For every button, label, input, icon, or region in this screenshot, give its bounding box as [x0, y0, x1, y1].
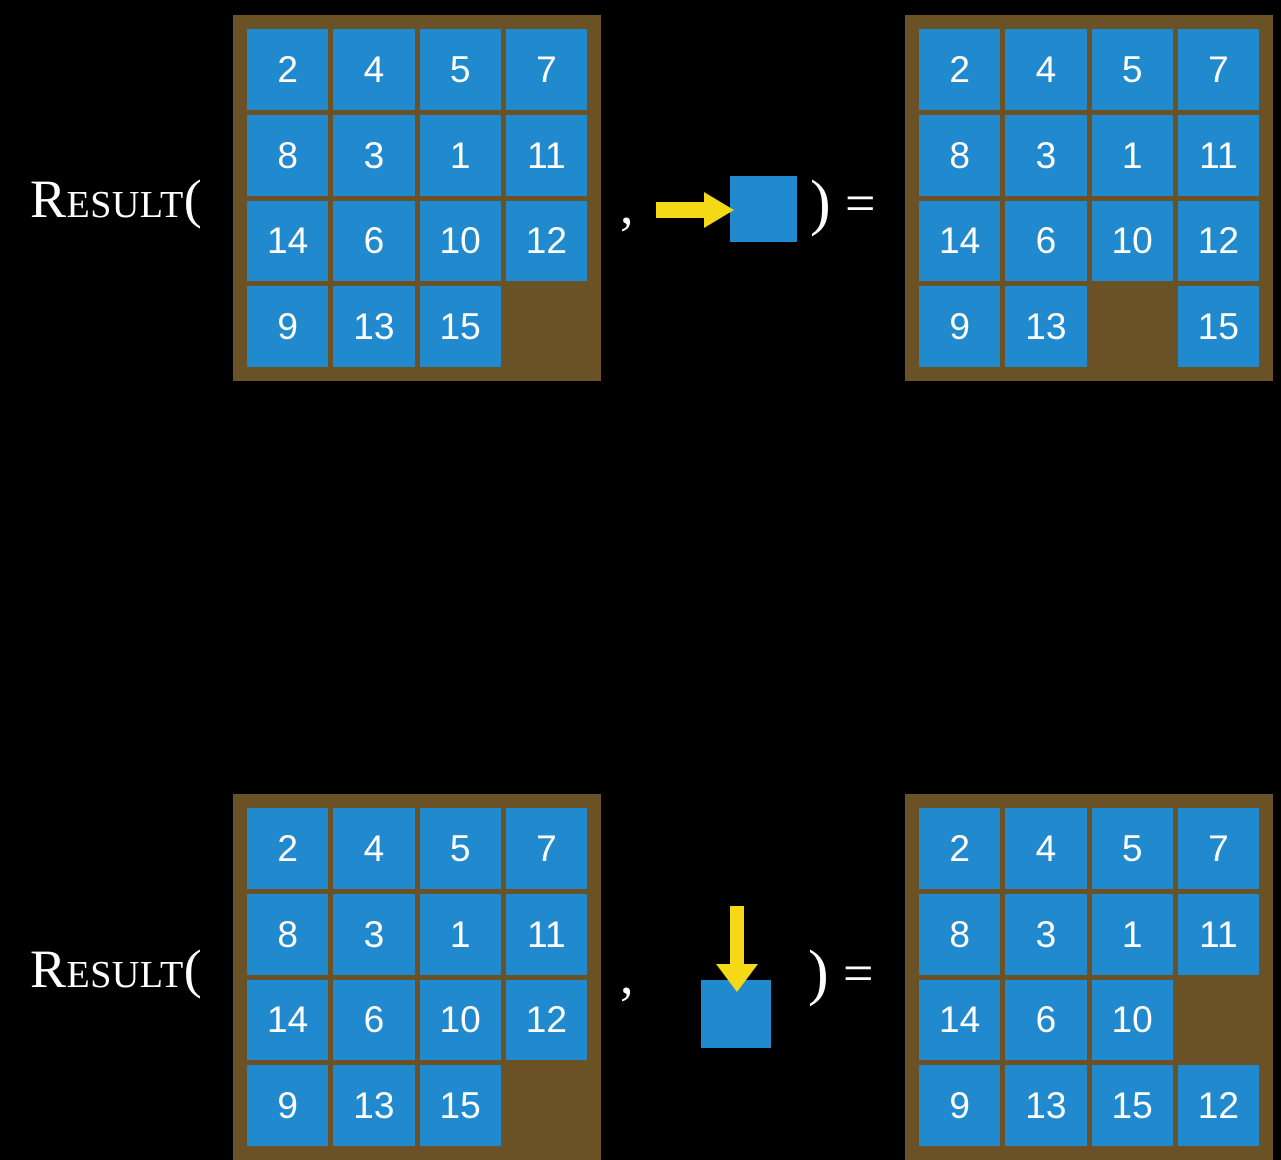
- puzzle-tile: 13: [1005, 1065, 1087, 1146]
- puzzle-tile: 8: [247, 893, 329, 975]
- puzzle-tile: 15: [419, 1065, 501, 1146]
- puzzle-tile: 7: [1177, 808, 1259, 889]
- puzzle-tile: 13: [1005, 286, 1087, 367]
- equals-sign-row-2: =: [843, 943, 874, 1003]
- puzzle-tile: 5: [1091, 808, 1173, 889]
- argument-separator-row-2: ,: [620, 945, 634, 1005]
- result-function-label-row-1: Result(: [30, 169, 203, 229]
- puzzle-tile: 14: [919, 200, 1001, 282]
- puzzle-tile: 8: [919, 893, 1001, 975]
- puzzle-tile: 2: [247, 29, 329, 110]
- puzzle-tile: 7: [505, 29, 587, 110]
- puzzle-tile: 10: [419, 979, 501, 1061]
- puzzle-tile: 3: [333, 114, 415, 196]
- puzzle-tile: 13: [333, 286, 415, 367]
- close-paren-row-2: ): [808, 939, 829, 1007]
- puzzle-tile: 12: [505, 200, 587, 282]
- puzzle-tile: 15: [1091, 1065, 1173, 1146]
- puzzle-tile: 11: [505, 114, 587, 196]
- puzzle-tile: 10: [1091, 979, 1173, 1061]
- equals-sign-row-1: =: [845, 173, 876, 233]
- puzzle-tile: 5: [419, 29, 501, 110]
- moving-tile-row-1: [730, 176, 797, 242]
- puzzle-tile: 9: [919, 1065, 1001, 1146]
- puzzle-tile: 9: [919, 286, 1001, 367]
- puzzle-tile: 6: [1005, 979, 1087, 1061]
- arrow-right-icon: [656, 192, 734, 228]
- empty-cell: [506, 1065, 587, 1146]
- puzzle-tile: 5: [1091, 29, 1173, 110]
- puzzle-tile: 9: [247, 286, 329, 367]
- puzzle-tile: 1: [419, 893, 501, 975]
- puzzle-tile: 9: [247, 1065, 329, 1146]
- puzzle-tile: 3: [333, 893, 415, 975]
- puzzle-tile: 11: [505, 893, 587, 975]
- puzzle-tile: 11: [1177, 114, 1259, 196]
- empty-cell: [1092, 286, 1173, 367]
- result-function-label-row-2: Result(: [30, 939, 203, 999]
- puzzle-tile: 7: [505, 808, 587, 889]
- puzzle-tile: 6: [333, 200, 415, 282]
- puzzle-tile: 10: [419, 200, 501, 282]
- puzzle-tile: 5: [419, 808, 501, 889]
- puzzle-tile: 8: [247, 114, 329, 196]
- argument-separator-row-1: ,: [620, 175, 634, 235]
- puzzle-tile: 6: [1005, 200, 1087, 282]
- arrow-down-icon: [716, 906, 758, 992]
- puzzle-tile: 12: [505, 979, 587, 1061]
- puzzle-tile: 14: [247, 200, 329, 282]
- puzzle-tile: 13: [333, 1065, 415, 1146]
- puzzle-tile: 15: [419, 286, 501, 367]
- puzzle-tile: 1: [1091, 114, 1173, 196]
- puzzle-tile: 12: [1177, 200, 1259, 282]
- puzzle-tile: 2: [247, 808, 329, 889]
- puzzle-tile: 3: [1005, 893, 1087, 975]
- puzzle-tile: 7: [1177, 29, 1259, 110]
- puzzle-tile: 15: [1177, 286, 1259, 367]
- puzzle-tile: 4: [1005, 808, 1087, 889]
- puzzle-tile: 4: [1005, 29, 1087, 110]
- puzzle-tile: 3: [1005, 114, 1087, 196]
- puzzle-tile: 8: [919, 114, 1001, 196]
- puzzle-tile: 12: [1177, 1065, 1259, 1146]
- puzzle-tile: 4: [333, 808, 415, 889]
- empty-cell: [1178, 980, 1259, 1061]
- puzzle-tile: 14: [919, 979, 1001, 1061]
- close-paren-row-1: ): [810, 169, 831, 237]
- puzzle-tile: 10: [1091, 200, 1173, 282]
- empty-cell: [506, 286, 587, 367]
- puzzle-tile: 11: [1177, 893, 1259, 975]
- puzzle-tile: 1: [1091, 893, 1173, 975]
- puzzle-tile: 4: [333, 29, 415, 110]
- puzzle-tile: 14: [247, 979, 329, 1061]
- puzzle-tile: 6: [333, 979, 415, 1061]
- puzzle-tile: 2: [919, 29, 1001, 110]
- puzzle-tile: 1: [419, 114, 501, 196]
- puzzle-tile: 2: [919, 808, 1001, 889]
